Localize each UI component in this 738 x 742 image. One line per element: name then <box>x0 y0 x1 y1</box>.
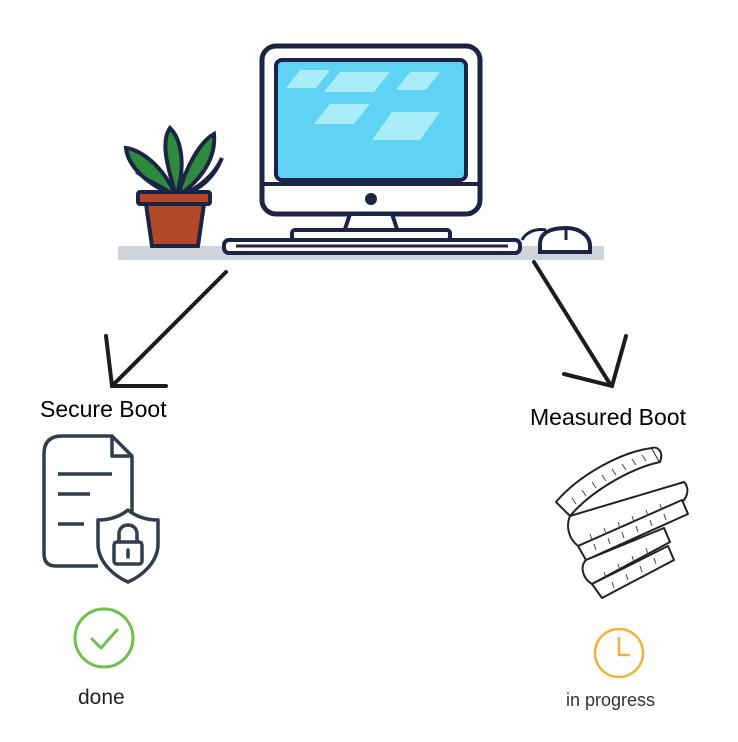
measured-boot-label: Measured Boot <box>530 404 686 430</box>
checkmark-circle-icon <box>73 607 135 669</box>
clock-icon <box>593 627 645 679</box>
arrow-to-secure-boot <box>104 270 228 388</box>
status-in-progress-text: in progress <box>566 690 656 710</box>
secure-boot-label: Secure Boot <box>40 396 167 422</box>
secure-document-shield-icon <box>42 434 160 584</box>
potted-plant-icon <box>123 124 224 248</box>
keyboard-icon <box>222 238 522 255</box>
mouse-icon <box>520 225 592 254</box>
status-done-text: done <box>78 686 125 709</box>
desktop-computer-icon <box>259 43 483 242</box>
measuring-tape-icon <box>555 446 689 599</box>
arrow-to-measured-boot <box>532 260 628 389</box>
